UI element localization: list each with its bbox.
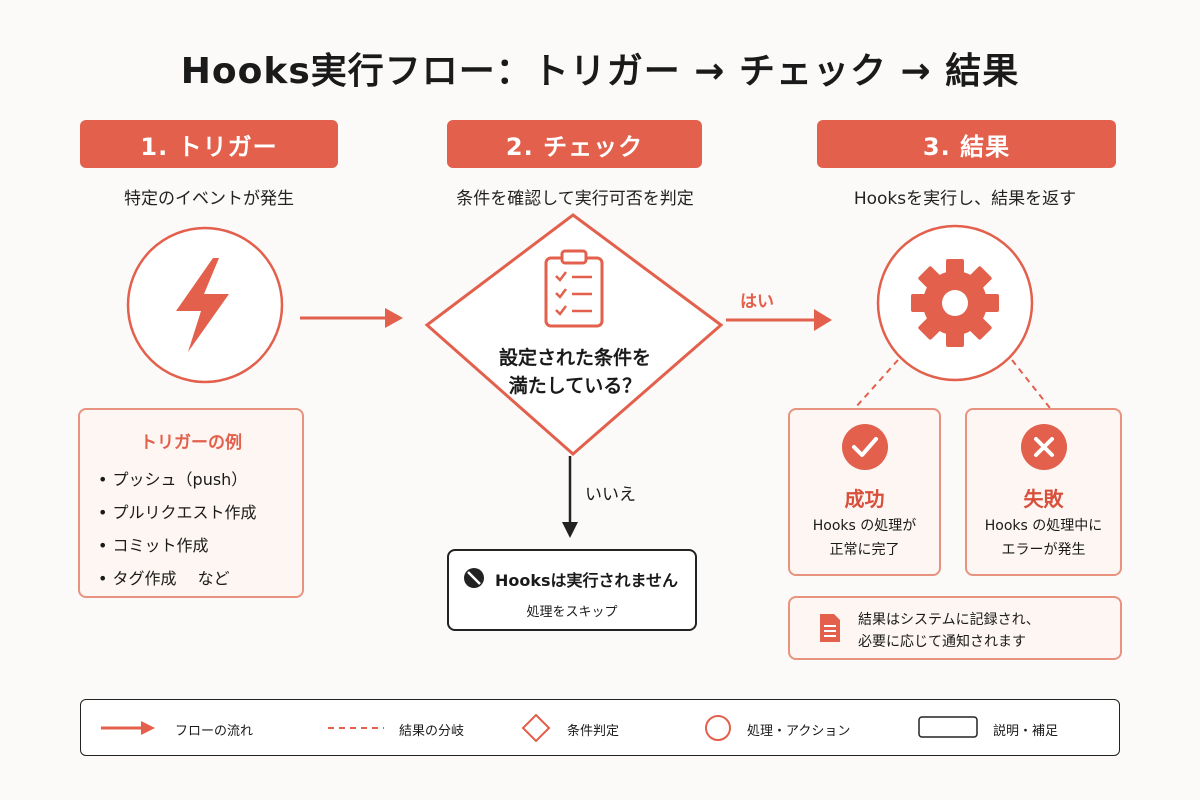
note-text: 結果はシステムに記録され、 必要に応じて通知されます xyxy=(858,609,1040,653)
trigger-examples-card: トリガーの例 プッシュ（push） プルリクエスト作成 コミット作成 タグ作成 … xyxy=(78,408,304,598)
skip-title: Hooksは実行されません xyxy=(495,571,679,590)
failure-label: 失敗 xyxy=(1023,487,1064,511)
success-desc-line-2: 正常に完了 xyxy=(829,542,900,558)
lightning-icon xyxy=(176,258,229,352)
legend-dashed-line-icon xyxy=(328,727,384,729)
branch-no-label: いいえ xyxy=(585,485,636,505)
branch-line-success xyxy=(854,359,899,409)
branch-yes-label: はい xyxy=(740,292,774,312)
step-header-check: 2. チェック xyxy=(447,120,702,168)
step-desc-check: 条件を確認して実行可否を判定 xyxy=(456,189,694,209)
step-header-result: 3. 結果 xyxy=(817,120,1116,168)
list-item: プッシュ（push） xyxy=(98,463,302,496)
step-desc-trigger: 特定のイベントが発生 xyxy=(124,189,294,209)
success-desc-line-1: Hooks の処理が xyxy=(812,518,917,534)
note-line-1: 結果はシステムに記録され、 xyxy=(858,612,1040,628)
list-item: タグ作成 など xyxy=(98,562,302,595)
legend: フローの流れ 結果の分岐 条件判定 処理・アクション 説明・補足 xyxy=(80,699,1120,756)
x-circle-icon xyxy=(1021,424,1067,470)
page-title: Hooks実行フロー：トリガー → チェック → 結果 xyxy=(180,51,1020,92)
list-item: プルリクエスト作成 xyxy=(98,496,302,529)
note-line-2: 必要に応じて通知されます xyxy=(858,634,1026,650)
failure-desc: Hooks の処理中に エラーが発生 xyxy=(967,514,1120,562)
decision-line-1: 設定された条件を xyxy=(498,347,651,369)
no-entry-icon xyxy=(464,568,484,588)
document-icon xyxy=(820,614,840,642)
check-circle-icon xyxy=(842,424,888,470)
legend-flow-label: フローの流れ xyxy=(175,724,254,739)
success-desc: Hooks の処理が 正常に完了 xyxy=(790,514,939,562)
legend-circle-icon xyxy=(705,715,731,741)
legend-action-label: 処理・アクション xyxy=(747,724,851,739)
decision-line-2: 満たしている？ xyxy=(508,375,642,397)
legend-flow-arrow-icon xyxy=(101,721,155,735)
failure-desc-line-2: エラーが発生 xyxy=(1001,542,1086,558)
success-card: 成功 Hooks の処理が 正常に完了 xyxy=(788,408,941,576)
gear-icon xyxy=(911,259,999,347)
step-desc-result: Hooksを実行し、結果を返す xyxy=(853,189,1077,209)
skip-desc: 処理をスキップ xyxy=(526,605,618,620)
legend-decision-label: 条件判定 xyxy=(567,724,620,739)
legend-rect-icon xyxy=(918,716,978,738)
list-item: コミット作成 xyxy=(98,529,302,562)
success-label: 成功 xyxy=(844,487,885,511)
step-header-trigger: 1. トリガー xyxy=(80,120,338,168)
clipboard-checklist-icon xyxy=(544,249,604,328)
decision-diamond xyxy=(424,213,724,456)
failure-card: 失敗 Hooks の処理中に エラーが発生 xyxy=(965,408,1122,576)
legend-diamond-icon xyxy=(521,713,551,743)
decision-text: 設定された条件を 満たしている？ xyxy=(470,344,680,400)
failure-desc-line-1: Hooks の処理中に xyxy=(984,518,1103,534)
examples-list: プッシュ（push） プルリクエスト作成 コミット作成 タグ作成 など xyxy=(80,463,302,595)
skip-box: Hooksは実行されません 処理をスキップ xyxy=(447,549,697,631)
examples-title: トリガーの例 xyxy=(140,433,242,453)
legend-branch-label: 結果の分岐 xyxy=(399,724,465,739)
legend-note-label: 説明・補足 xyxy=(993,724,1059,739)
note-card: 結果はシステムに記録され、 必要に応じて通知されます xyxy=(788,596,1122,660)
branch-line-failure xyxy=(1011,359,1051,409)
